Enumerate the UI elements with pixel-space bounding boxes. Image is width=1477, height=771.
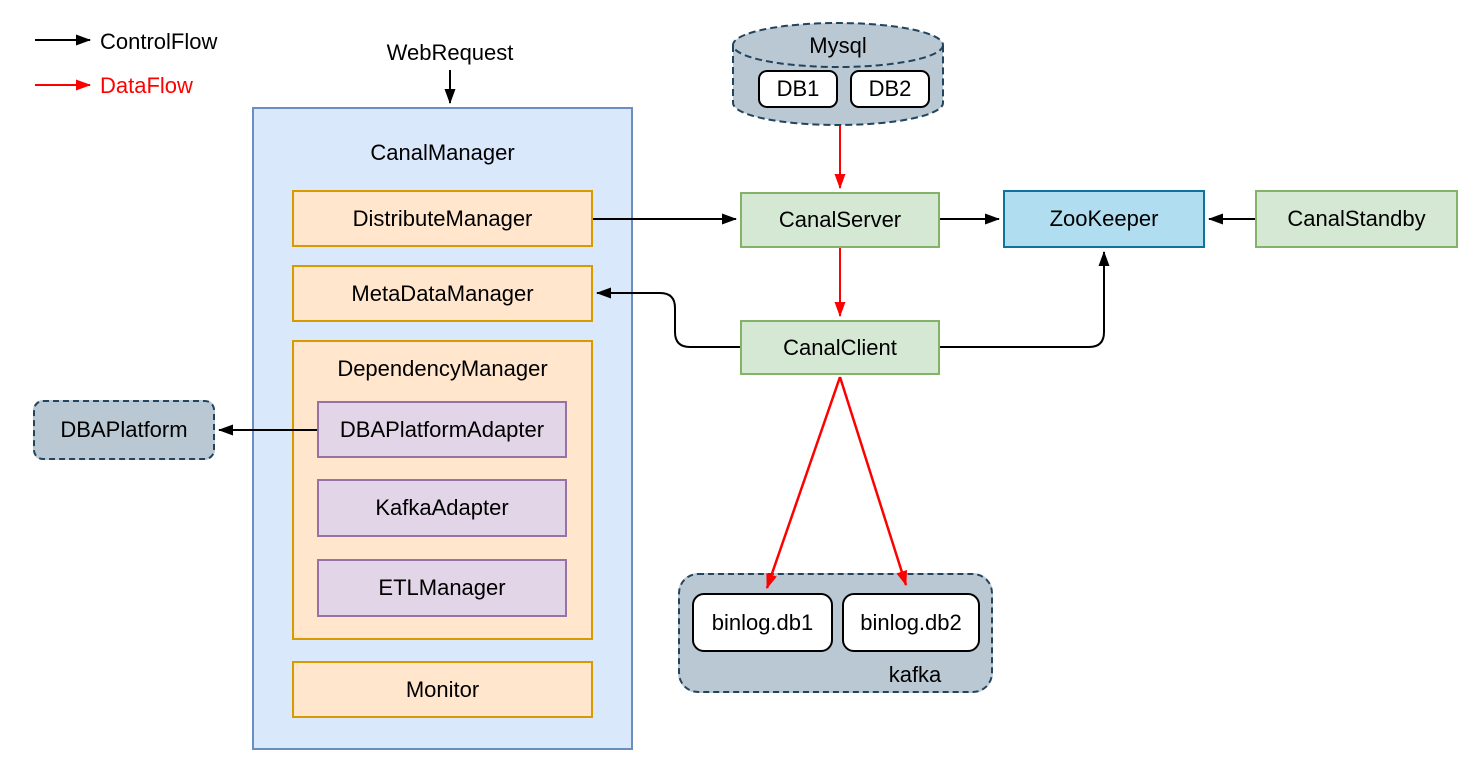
binlog-db2-node: binlog.db2: [842, 593, 980, 652]
binlog-db1-node: binlog.db1: [692, 593, 833, 652]
mysql-db1-node: DB1: [758, 70, 838, 108]
zookeeper-label: ZooKeeper: [1049, 206, 1159, 232]
binlog-db1-label: binlog.db1: [711, 609, 814, 635]
kafka-adapter-label: KafkaAdapter: [375, 495, 509, 521]
canal-client-label: CanalClient: [783, 334, 897, 360]
kafka-label: kafka: [888, 662, 942, 687]
canal-server-node: CanalServer: [740, 192, 940, 248]
dba-platform-adapter-node: DBAPlatformAdapter: [317, 401, 567, 458]
zookeeper-node: ZooKeeper: [1003, 190, 1205, 248]
canal-server-label: CanalServer: [778, 207, 902, 233]
arrow-canalclient-to-zookeeper: [940, 251, 1110, 348]
canal-client-node: CanalClient: [740, 320, 940, 375]
meta-data-manager-label: MetaDataManager: [351, 280, 534, 306]
etl-manager-label: ETLManager: [378, 575, 506, 601]
canal-standby-label: CanalStandby: [1287, 206, 1426, 232]
distribute-manager-label: DistributeManager: [352, 205, 533, 231]
dba-platform-node: DBAPlatform: [33, 400, 215, 460]
kafka-adapter-node: KafkaAdapter: [317, 479, 567, 537]
dba-platform-adapter-label: DBAPlatformAdapter: [339, 416, 545, 442]
dependency-manager-title: DependencyManager: [337, 356, 548, 381]
mysql-db1-label: DB1: [776, 76, 820, 102]
arrow-canalclient-to-binlogdb1: [765, 376, 842, 589]
arrow-canalclient-to-binlogdb2: [838, 376, 908, 586]
mysql-title: Mysql: [809, 33, 867, 58]
monitor-label: Monitor: [405, 676, 480, 702]
monitor-node: Monitor: [292, 661, 593, 718]
legend-controlflow-label: ControlFlow: [100, 29, 218, 54]
meta-data-manager-node: MetaDataManager: [292, 265, 593, 322]
mysql-db2-label: DB2: [868, 76, 912, 102]
etl-manager-node: ETLManager: [317, 559, 567, 617]
canal-standby-node: CanalStandby: [1255, 190, 1458, 248]
canal-manager-title: CanalManager: [370, 140, 515, 165]
binlog-db2-label: binlog.db2: [860, 609, 962, 635]
distribute-manager-node: DistributeManager: [292, 190, 593, 247]
web-request-label: WebRequest: [386, 40, 514, 65]
legend-dataflow-label: DataFlow: [100, 73, 193, 98]
mysql-db2-node: DB2: [850, 70, 930, 108]
dba-platform-label: DBAPlatform: [60, 417, 188, 443]
